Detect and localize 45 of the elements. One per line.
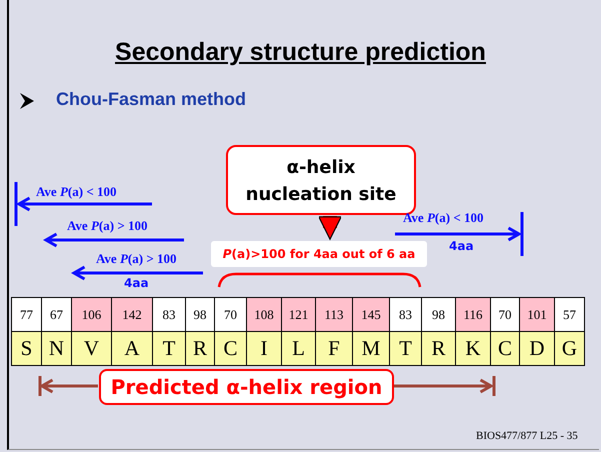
propensity-value: 106 <box>71 297 112 332</box>
propensity-value: 67 <box>41 297 72 332</box>
propensity-value: 70 <box>214 297 247 332</box>
amino-acid-letter: M <box>352 331 390 366</box>
propensity-value: 108 <box>246 297 282 332</box>
arrow-label: 4aa <box>449 239 474 253</box>
arrow-label: 4aa <box>124 276 149 290</box>
arrow-label: Ave P(a) > 100 <box>67 218 148 234</box>
arrow-label: Ave P(a) < 100 <box>36 184 116 200</box>
block-arrow <box>318 216 342 240</box>
propensity-value: 83 <box>152 297 186 332</box>
propensity-value: 77 <box>11 297 42 332</box>
amino-acid-letter: S <box>11 331 42 366</box>
amino-acid-letter: R <box>421 331 456 366</box>
propensity-value: 145 <box>352 297 390 332</box>
amino-acid-letter: K <box>455 331 491 366</box>
amino-acid-letter: F <box>315 331 353 366</box>
amino-acid-letter: T <box>152 331 186 366</box>
amino-acid-letter: C <box>214 331 247 366</box>
propensity-value: 98 <box>185 297 215 332</box>
propensity-value: 98 <box>421 297 456 332</box>
propensity-value: 101 <box>519 297 555 332</box>
amino-acid-letter: N <box>41 331 72 366</box>
propensity-value: 83 <box>389 297 422 332</box>
region-box: Predicted α-helix region <box>99 369 394 405</box>
propensity-value: 121 <box>281 297 316 332</box>
amino-acid-letter: I <box>246 331 282 366</box>
arrow-label: Ave P(a) > 100 <box>96 251 176 267</box>
bullet-text: Chou-Fasman method <box>56 89 246 110</box>
condition-label: P(a)>100 for 4aa out of 6 aa <box>211 241 427 267</box>
propensity-value: 142 <box>111 297 153 332</box>
propensity-value: 57 <box>554 297 585 332</box>
amino-acid-letter: V <box>71 331 112 366</box>
amino-acid-letter: G <box>554 331 585 366</box>
slide-number: BIOS477/877 L25 - 35 <box>476 430 578 442</box>
slide-title: Secondary structure prediction <box>114 38 487 67</box>
amino-acid-letter: D <box>519 331 555 366</box>
amino-acid-letter: T <box>389 331 422 366</box>
propensity-value: 116 <box>455 297 491 332</box>
amino-acid-letter: R <box>185 331 215 366</box>
propensity-value: 113 <box>315 297 353 332</box>
amino-acid-letter: C <box>490 331 520 366</box>
amino-acid-letter: A <box>111 331 153 366</box>
amino-acid-letter: L <box>281 331 316 366</box>
propensity-value: 70 <box>490 297 520 332</box>
